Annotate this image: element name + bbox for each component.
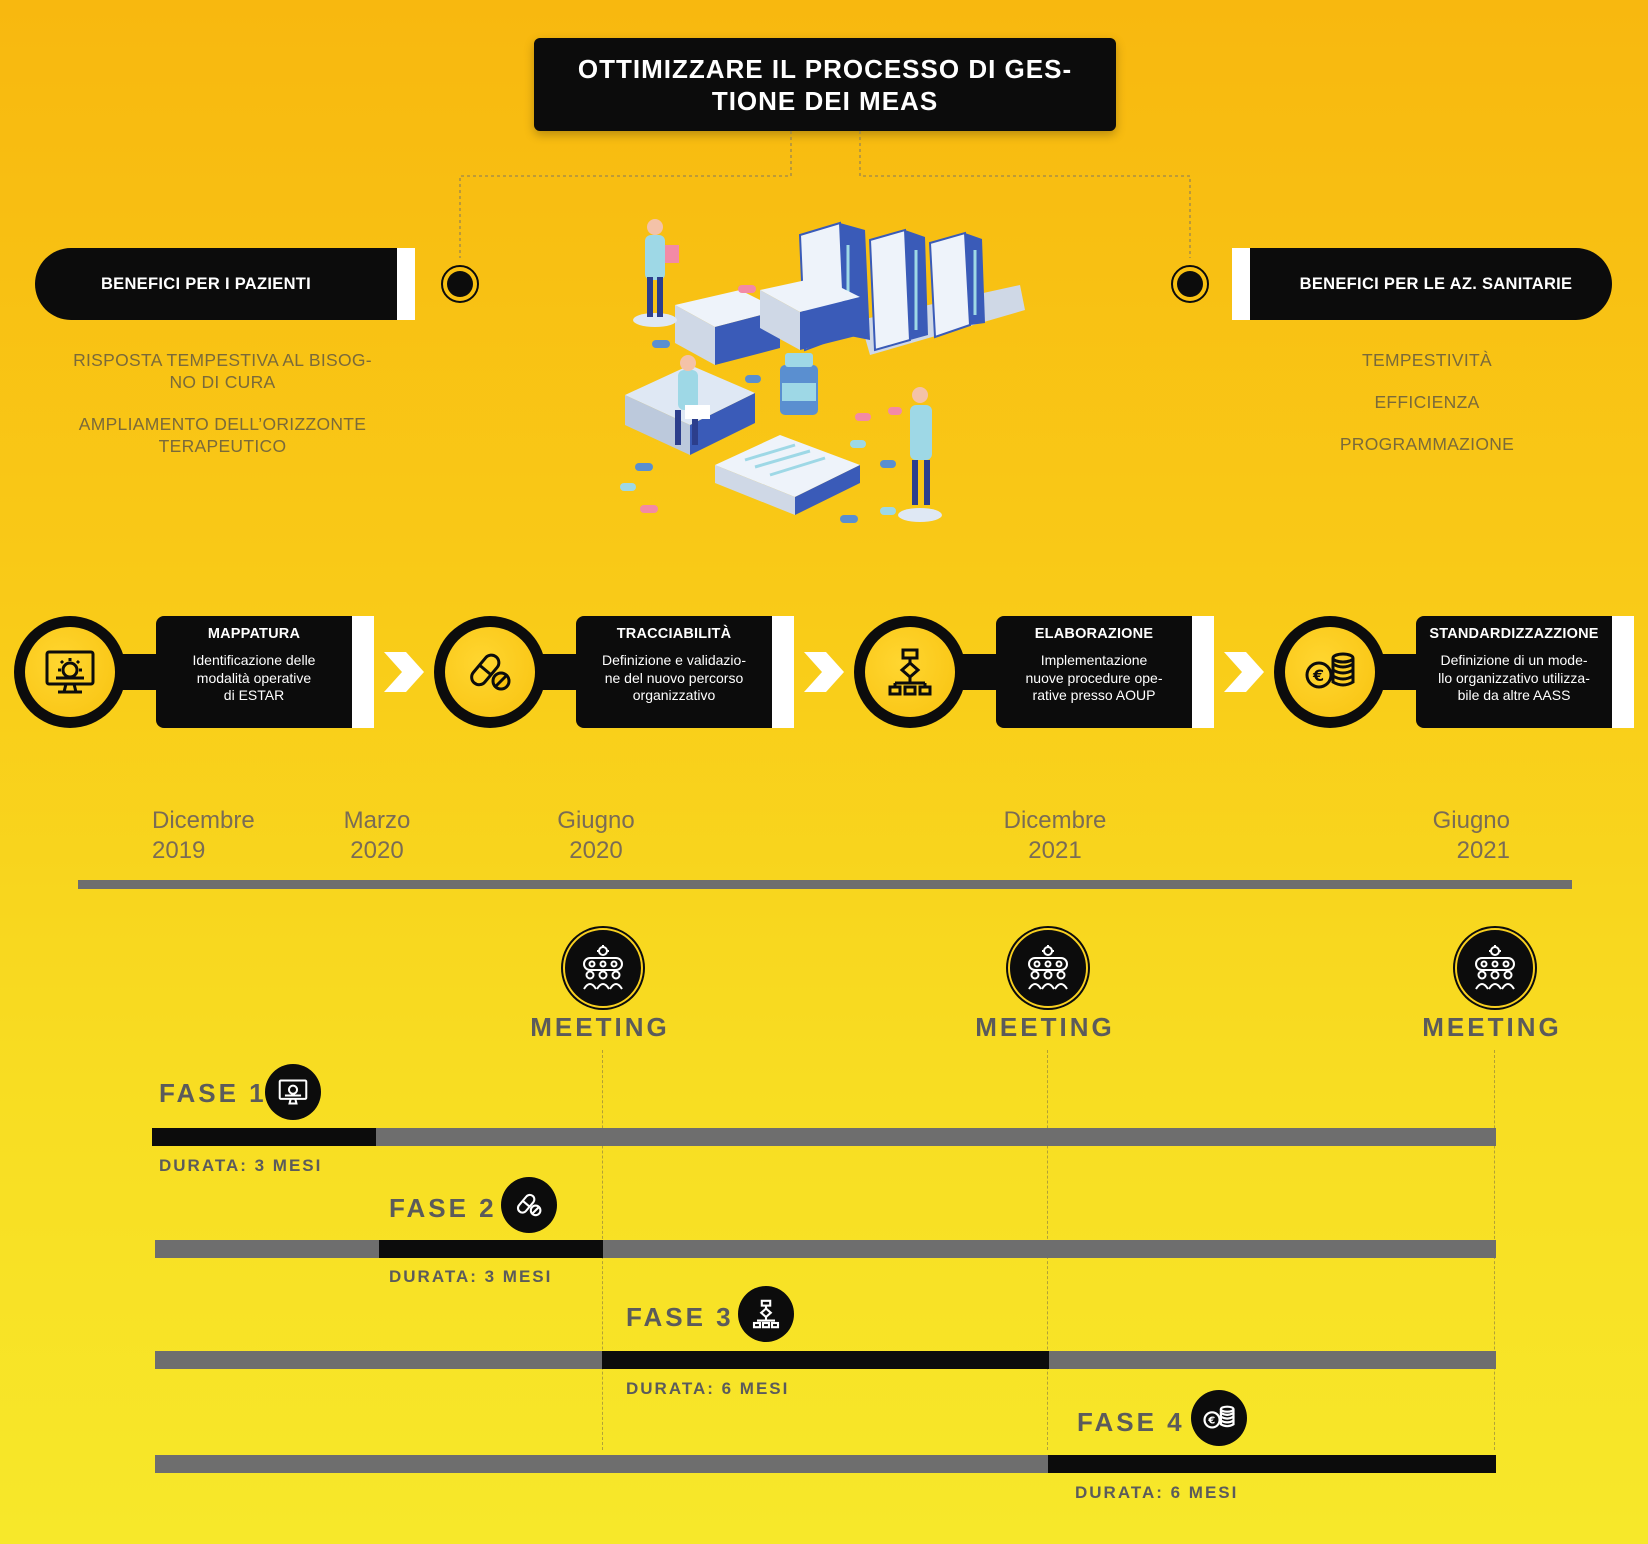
- step-card: ELABORAZIONE Implementazione nuove proce…: [996, 616, 1214, 728]
- timeline-date-year: 2020: [350, 837, 404, 864]
- benefit-agencies-item: PROGRAMMAZIONE: [1339, 434, 1515, 454]
- step-card: MAPPATURA Identificazione delle modalità…: [156, 616, 374, 728]
- hospital-illustration: [620, 219, 1025, 523]
- phase-active-segment: [152, 1128, 376, 1146]
- timeline-date-month: Dicembre: [1003, 807, 1107, 834]
- step-description-line: organizzativo: [632, 687, 716, 703]
- svg-text:€: €: [1207, 1416, 1215, 1427]
- timeline-date: Dicembre 2019: [152, 806, 282, 866]
- meeting-team-icon: [1455, 928, 1535, 1008]
- benefit-patients-list: RISPOSTA TEMPESTIVA AL BISOG- NO DI CURA…: [40, 349, 405, 457]
- flowchart-icon: [738, 1286, 794, 1342]
- phase-duration: DURATA: 6 MESI: [626, 1379, 790, 1398]
- phase-duration: DURATA: 3 MESI: [389, 1267, 553, 1286]
- step-description-line: di ESTAR: [223, 687, 285, 703]
- timeline-axis: [78, 880, 1572, 889]
- monitor-gear-icon: [25, 627, 115, 717]
- step-description-line: Implementazione: [1040, 652, 1148, 668]
- step-circle: [854, 616, 966, 728]
- phase-label: FASE 4: [1077, 1407, 1185, 1437]
- phase-active-segment: [379, 1240, 603, 1258]
- benefit-agencies-item: EFFICIENZA: [1374, 392, 1480, 412]
- step-card: STANDARDIZZAZZIONE Definizione di un mod…: [1416, 616, 1634, 728]
- step-connector: [962, 654, 1002, 690]
- timeline-date: Dicembre 2021: [990, 806, 1120, 866]
- connector-lines: [459, 131, 1191, 258]
- timeline-date-month: Dicembre: [152, 807, 255, 834]
- benefits-health-agencies-heading: BENEFICI PER LE AZ. SANITARIE: [1232, 248, 1612, 320]
- step-description-line: llo organizzativo utilizza-: [1438, 669, 1590, 686]
- timeline-date-year: 2021: [1028, 837, 1082, 864]
- page-title-line-2: TIONE DEI MEAS: [711, 85, 939, 116]
- benefit-agencies-item: TEMPESTIVITÀ: [1361, 350, 1492, 370]
- benefit-patients-item: NO DI CURA: [169, 372, 276, 392]
- euro-coins-icon: €: [1285, 627, 1375, 717]
- phase-label: FASE 3: [626, 1302, 734, 1332]
- meeting-team-icon: [563, 928, 643, 1008]
- right-node-dot: [1171, 265, 1209, 303]
- benefits-patients-heading-text: BENEFICI PER I PAZIENTI: [100, 274, 312, 293]
- phase-track: [155, 1240, 1496, 1258]
- step-title: STANDARDIZZAZZIONE: [1429, 626, 1599, 642]
- phase-duration: DURATA: 3 MESI: [159, 1156, 323, 1175]
- step-description-line: Identificazione delle: [192, 652, 316, 668]
- page-title: OTTIMIZZARE IL PROCESSO DI GES- TIONE DE…: [534, 38, 1116, 131]
- meeting-label: MEETING: [530, 1012, 670, 1042]
- page-title-line-1: OTTIMIZZARE IL PROCESSO DI GES-: [577, 53, 1073, 84]
- step-description-line: nuove procedure ope-: [1025, 669, 1163, 686]
- phase-duration: DURATA: 6 MESI: [1075, 1483, 1239, 1502]
- step-card: TRACCIABILITÀ Definizione e validazio- n…: [576, 616, 794, 728]
- meeting-label: MEETING: [1422, 1012, 1562, 1042]
- phase-active-segment: [1048, 1455, 1496, 1473]
- step-description-line: Definizione di un mode-: [1440, 652, 1588, 668]
- step-connector: [1382, 654, 1422, 690]
- phase-label: FASE 2: [389, 1193, 497, 1223]
- benefit-patients-item: TERAPEUTICO: [158, 436, 287, 456]
- timeline-date-year: 2021: [1456, 837, 1510, 864]
- svg-text:€: €: [1312, 666, 1324, 685]
- timeline-date: Marzo 2020: [332, 806, 422, 866]
- timeline-date-month: Marzo: [343, 807, 411, 834]
- flowchart-icon: [865, 627, 955, 717]
- monitor-gear-icon: [265, 1064, 321, 1120]
- timeline-date-month: Giugno: [557, 807, 635, 834]
- benefit-patients-item: RISPOSTA TEMPESTIVA AL BISOG-: [73, 350, 372, 370]
- phase-label: FASE 1: [159, 1078, 267, 1108]
- meeting-team-icon: [1008, 928, 1088, 1008]
- step-title: ELABORAZIONE: [1034, 626, 1154, 642]
- benefit-patients-item: AMPLIAMENTO DELL’ORIZZONTE: [78, 414, 367, 434]
- timeline-date: Giugno 2021: [1400, 806, 1510, 866]
- step-circle: €: [1274, 616, 1386, 728]
- timeline-date-year: 2019: [152, 837, 206, 864]
- chevron-right-icon: [1224, 652, 1264, 692]
- timeline-date-month: Giugno: [1432, 807, 1510, 834]
- phase-active-segment: [602, 1351, 1049, 1369]
- euro-coins-icon: €: [1191, 1390, 1247, 1446]
- meeting-label: MEETING: [975, 1012, 1115, 1042]
- benefit-agencies-list: TEMPESTIVITÀ EFFICIENZA PROGRAMMAZIONE: [1262, 349, 1592, 455]
- step-description-line: modalità operative: [196, 669, 312, 686]
- step-circle: [14, 616, 126, 728]
- step-circle: [434, 616, 546, 728]
- pills-icon: [445, 627, 535, 717]
- pills-icon: [501, 1177, 557, 1233]
- step-title: TRACCIABILITÀ: [616, 626, 732, 642]
- step-title: MAPPATURA: [207, 626, 301, 642]
- step-description-line: Definizione e validazio-: [602, 652, 746, 668]
- phase-track: [152, 1128, 1496, 1146]
- timeline-date: Giugno 2020: [546, 806, 646, 866]
- step-description-line: ne del nuovo percorso: [604, 669, 744, 686]
- benefits-patients-heading: BENEFICI PER I PAZIENTI: [35, 248, 415, 320]
- step-connector: [542, 654, 582, 690]
- chevron-right-icon: [384, 652, 424, 692]
- left-node-dot: [441, 265, 479, 303]
- chevron-right-icon: [804, 652, 844, 692]
- step-description-line: rative presso AOUP: [1032, 687, 1156, 703]
- step-description-line: bile da altre AASS: [1457, 687, 1571, 703]
- timeline-date-year: 2020: [569, 837, 623, 864]
- step-connector: [122, 654, 162, 690]
- benefits-health-agencies-heading-text: BENEFICI PER LE AZ. SANITARIE: [1299, 274, 1573, 293]
